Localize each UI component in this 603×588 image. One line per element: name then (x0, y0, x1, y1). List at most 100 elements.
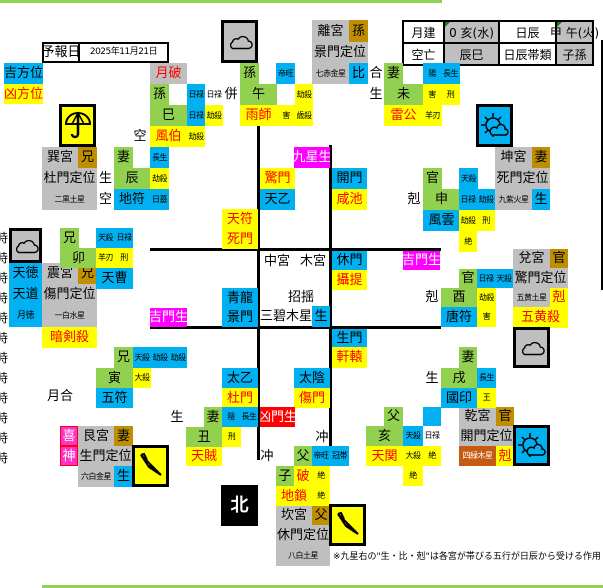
hour-label: 時 (0, 311, 9, 325)
stage: 帝旺 (276, 63, 295, 84)
kill: 劫殺 (169, 347, 187, 368)
stage: 絶 (312, 466, 330, 486)
stage: 日禄 (459, 189, 477, 210)
punish: 刑 (477, 210, 495, 231)
stage: 日禄 (423, 426, 441, 446)
star-effect: 生 (312, 306, 330, 327)
umbrella-closed-icon (329, 504, 366, 546)
footnote: ※九星右の"生・比・剋"は各宮が帯びる五行が日辰から受ける作用 (333, 552, 601, 562)
gate-position: 生門定位 (78, 446, 133, 466)
kill: 劫殺 (477, 288, 496, 307)
kill: 劫殺 (151, 347, 169, 368)
gate-position: 休門定位 (276, 525, 330, 546)
stage: 長生 (240, 407, 258, 427)
sheng-mark: 生 (425, 370, 439, 386)
hour-label: 時 (0, 351, 9, 365)
day-label: 日辰 (500, 22, 555, 42)
deity: 天関 (366, 446, 403, 466)
empty-cell (79, 228, 96, 248)
gate: 生門 (332, 329, 367, 347)
center-palace-label: 中宮 (263, 253, 290, 269)
palace-name: 坤宮 (495, 147, 532, 168)
nine-star: 一白水星 (42, 305, 97, 327)
harm: 害 (277, 105, 295, 126)
relation: 妻 (384, 63, 403, 84)
nine-star: 五黄土星 (513, 288, 550, 307)
month-value: 0 亥(水) (445, 22, 498, 42)
kill: 羊刃 (96, 248, 115, 268)
info-table: 月建 0 亥(水) 日辰 甲 午(火) 空亡 辰巳 日辰帯類 子孫 (402, 20, 599, 66)
punish: 刑 (115, 248, 133, 268)
right-border-line (601, 40, 603, 290)
relation: 妻 (459, 347, 477, 368)
grid-line-vertical (329, 145, 332, 447)
deity: 風雲 (423, 210, 460, 231)
umbrella-closed-icon (132, 445, 169, 487)
palace-name: 坎宮 (276, 506, 312, 525)
palace-relation: 官 (496, 407, 514, 426)
sun-cloud-icon (513, 425, 550, 466)
gate: 杜門 (222, 388, 258, 408)
star-effect: 剋 (550, 288, 568, 307)
deity: 攝提 (332, 270, 367, 290)
palace-name: 兌宮 (513, 249, 550, 268)
branch: 巳 (150, 105, 187, 126)
stage: 絶 (423, 446, 441, 466)
stage: 長生 (150, 147, 169, 168)
hour-label: 時 (0, 391, 9, 405)
hour-label: 時 (0, 431, 9, 445)
palace-name: 乾宮 (459, 407, 496, 426)
lucky-gate-sheng: 吉門生 (403, 251, 440, 270)
void-value: 辰巳 (445, 44, 498, 64)
kill: 天殺 (403, 426, 423, 446)
kill: 大殺 (133, 368, 151, 388)
deity: 天符 (222, 209, 258, 229)
stage: 日禄 (115, 228, 133, 248)
dark-sword-kill: 暗剣殺 (42, 327, 97, 348)
gate-position: 杜門定位 (42, 168, 97, 189)
punish: 刑 (441, 84, 460, 105)
nine-star: 二黒土星 (42, 189, 97, 210)
relation: 兄 (114, 347, 133, 368)
branch: 酉 (441, 288, 477, 307)
forecast-date: 2025年11月21日 (78, 42, 169, 63)
kill: 天殺 (495, 269, 513, 288)
palace-relation: 兄 (78, 147, 97, 168)
hour-label: 時 (0, 271, 9, 285)
day-class-value: 子孫 (557, 44, 592, 64)
gate-position: 景門定位 (312, 42, 368, 63)
branch: 丑 (186, 427, 222, 447)
gate: 開門 (332, 168, 367, 189)
deity: 天乙 (260, 189, 295, 210)
ke-mark: 剋 (425, 290, 439, 305)
empty-cell (403, 147, 423, 168)
clash-mark: 冲 (260, 448, 274, 464)
kill: 劫殺 (459, 210, 477, 231)
relation: 孫 (240, 63, 259, 84)
day-value: 甲 午(火) (550, 22, 599, 42)
stage: 日禄 (477, 269, 495, 288)
hour-label: 時 (0, 451, 9, 465)
empty-cell (423, 407, 441, 426)
palace-relation: 父 (312, 506, 330, 525)
palace-relation: 妻 (532, 147, 550, 168)
deity: 地鎖 (276, 486, 312, 506)
combine-mark: 合 (369, 66, 383, 81)
palace-name: 巽宮 (42, 147, 78, 168)
gate: 景門 (222, 308, 258, 327)
stage: 長生 (441, 63, 460, 84)
deity: 青龍 (222, 288, 258, 308)
umbrella-open-icon (59, 104, 96, 147)
deity: 唐符 (441, 307, 477, 327)
yin-yang: 陽 (423, 63, 441, 84)
stage: 王 (477, 388, 496, 408)
palace-name: 震宮 (42, 263, 78, 284)
stage: 絶 (459, 231, 477, 252)
hour-label: 時 (0, 291, 9, 305)
branch: 子 (276, 466, 294, 486)
star-effect: 生 (532, 189, 550, 210)
deity: 雨師 (240, 105, 277, 126)
joy-god: 神 (60, 446, 78, 466)
month-label: 月建 (404, 22, 443, 42)
kill: 羊刃 (423, 105, 442, 126)
